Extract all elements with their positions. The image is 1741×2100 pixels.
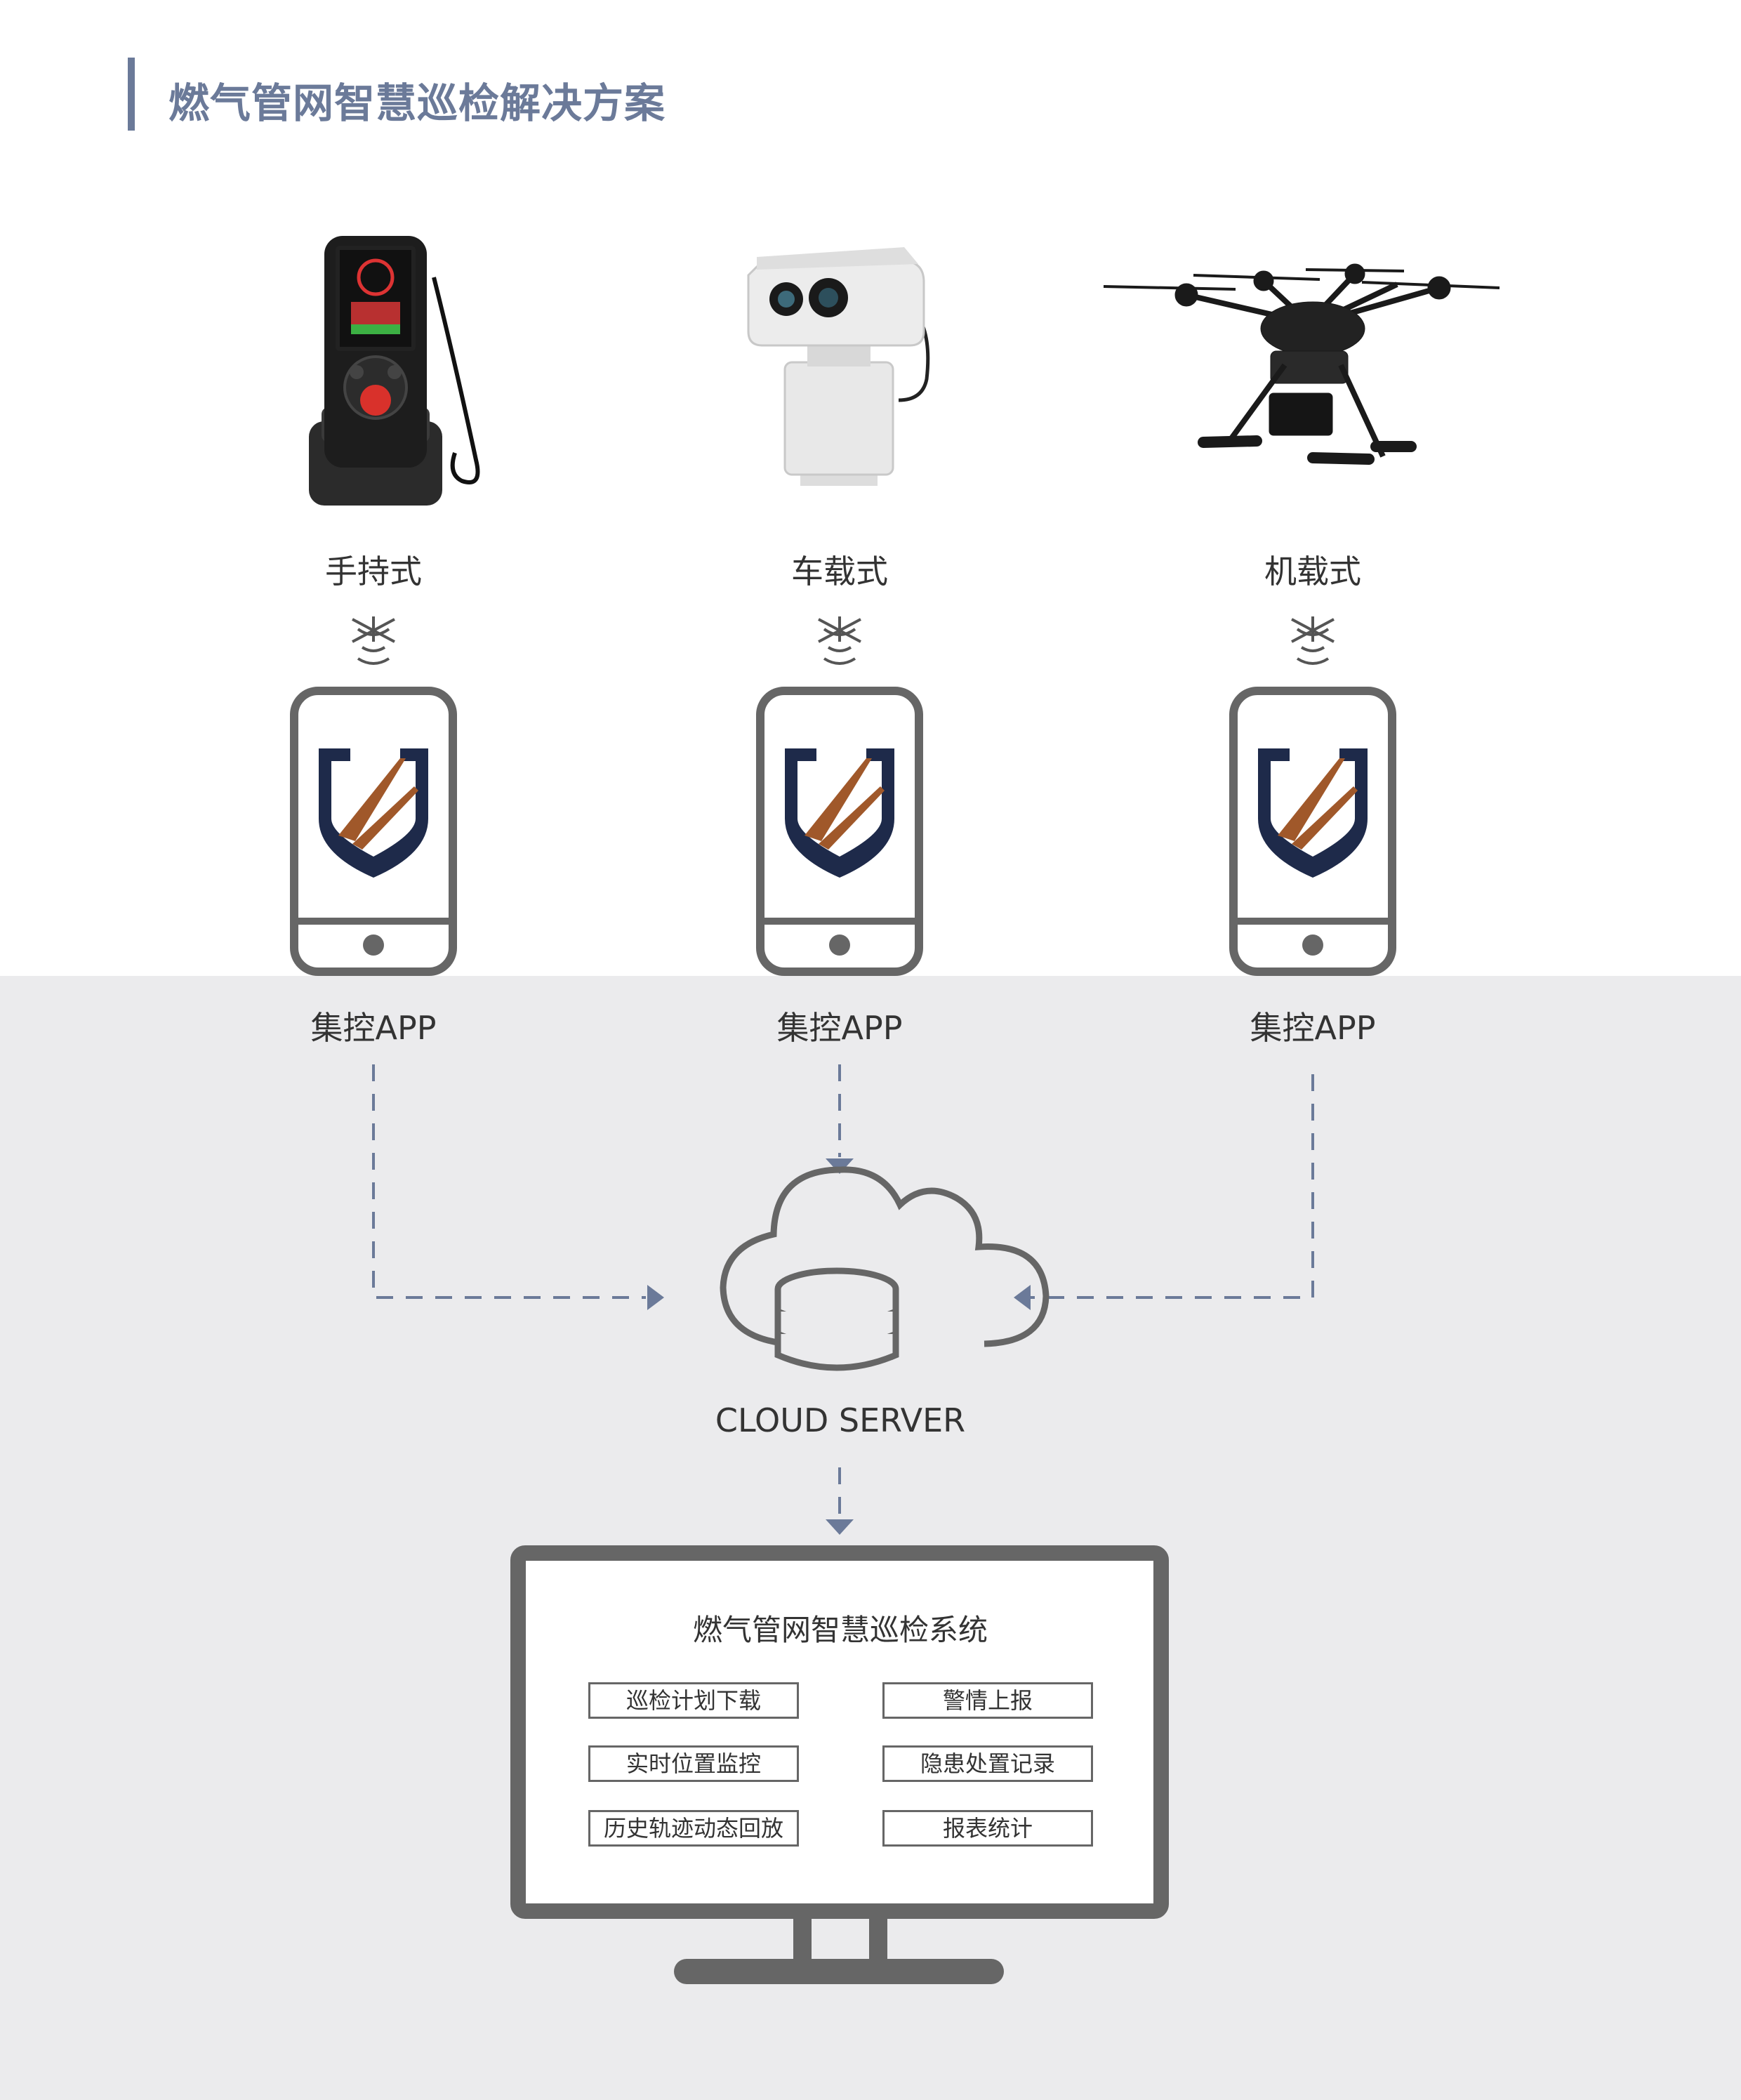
phone-app-icon <box>1229 687 1396 976</box>
vehicle-mounted-camera-icon <box>747 247 930 486</box>
phone-app-icon <box>756 687 923 976</box>
arrowhead-center <box>826 1158 854 1174</box>
app-label-handheld: 集控APP <box>310 1009 437 1047</box>
cloud-server-label: CLOUD SERVER <box>715 1401 966 1439</box>
function-hazard-record: 隐患处置记录 <box>882 1745 1093 1782</box>
device-label-vehicle: 车载式 <box>791 553 888 590</box>
function-report-statistics: 报表统计 <box>882 1810 1093 1847</box>
cloud-database-icon <box>720 1166 1050 1371</box>
wireless-signal-icon <box>1291 616 1335 665</box>
drone-icon <box>1103 263 1500 465</box>
shield-logo-icon <box>1258 748 1368 878</box>
wireless-signal-icon <box>352 616 395 665</box>
arrowhead-left <box>647 1285 664 1310</box>
phone-app-icon <box>290 687 457 976</box>
wireless-signal-icon <box>818 616 861 665</box>
device-label-handheld: 手持式 <box>325 553 422 590</box>
shield-logo-icon <box>319 748 428 878</box>
shield-logo-icon <box>785 748 894 878</box>
title-accent-bar <box>128 58 135 131</box>
app-label-drone: 集控APP <box>1250 1009 1376 1047</box>
connector-left <box>372 1064 646 1299</box>
device-label-drone: 机载式 <box>1264 553 1361 590</box>
system-title: 燃气管网智慧巡检系统 <box>692 1613 988 1647</box>
page-title: 燃气管网智慧巡检解决方案 <box>168 79 666 127</box>
function-realtime-location: 实时位置监控 <box>588 1745 799 1782</box>
arrowhead-right <box>1014 1285 1031 1310</box>
arrowhead-system <box>826 1519 854 1535</box>
function-alarm-report: 警情上报 <box>882 1682 1093 1719</box>
connector-right <box>1026 1074 1314 1299</box>
function-track-playback: 历史轨迹动态回放 <box>588 1810 799 1847</box>
app-label-vehicle: 集控APP <box>776 1009 903 1047</box>
handheld-detector-icon <box>309 236 480 506</box>
function-plan-download: 巡检计划下载 <box>588 1682 799 1719</box>
